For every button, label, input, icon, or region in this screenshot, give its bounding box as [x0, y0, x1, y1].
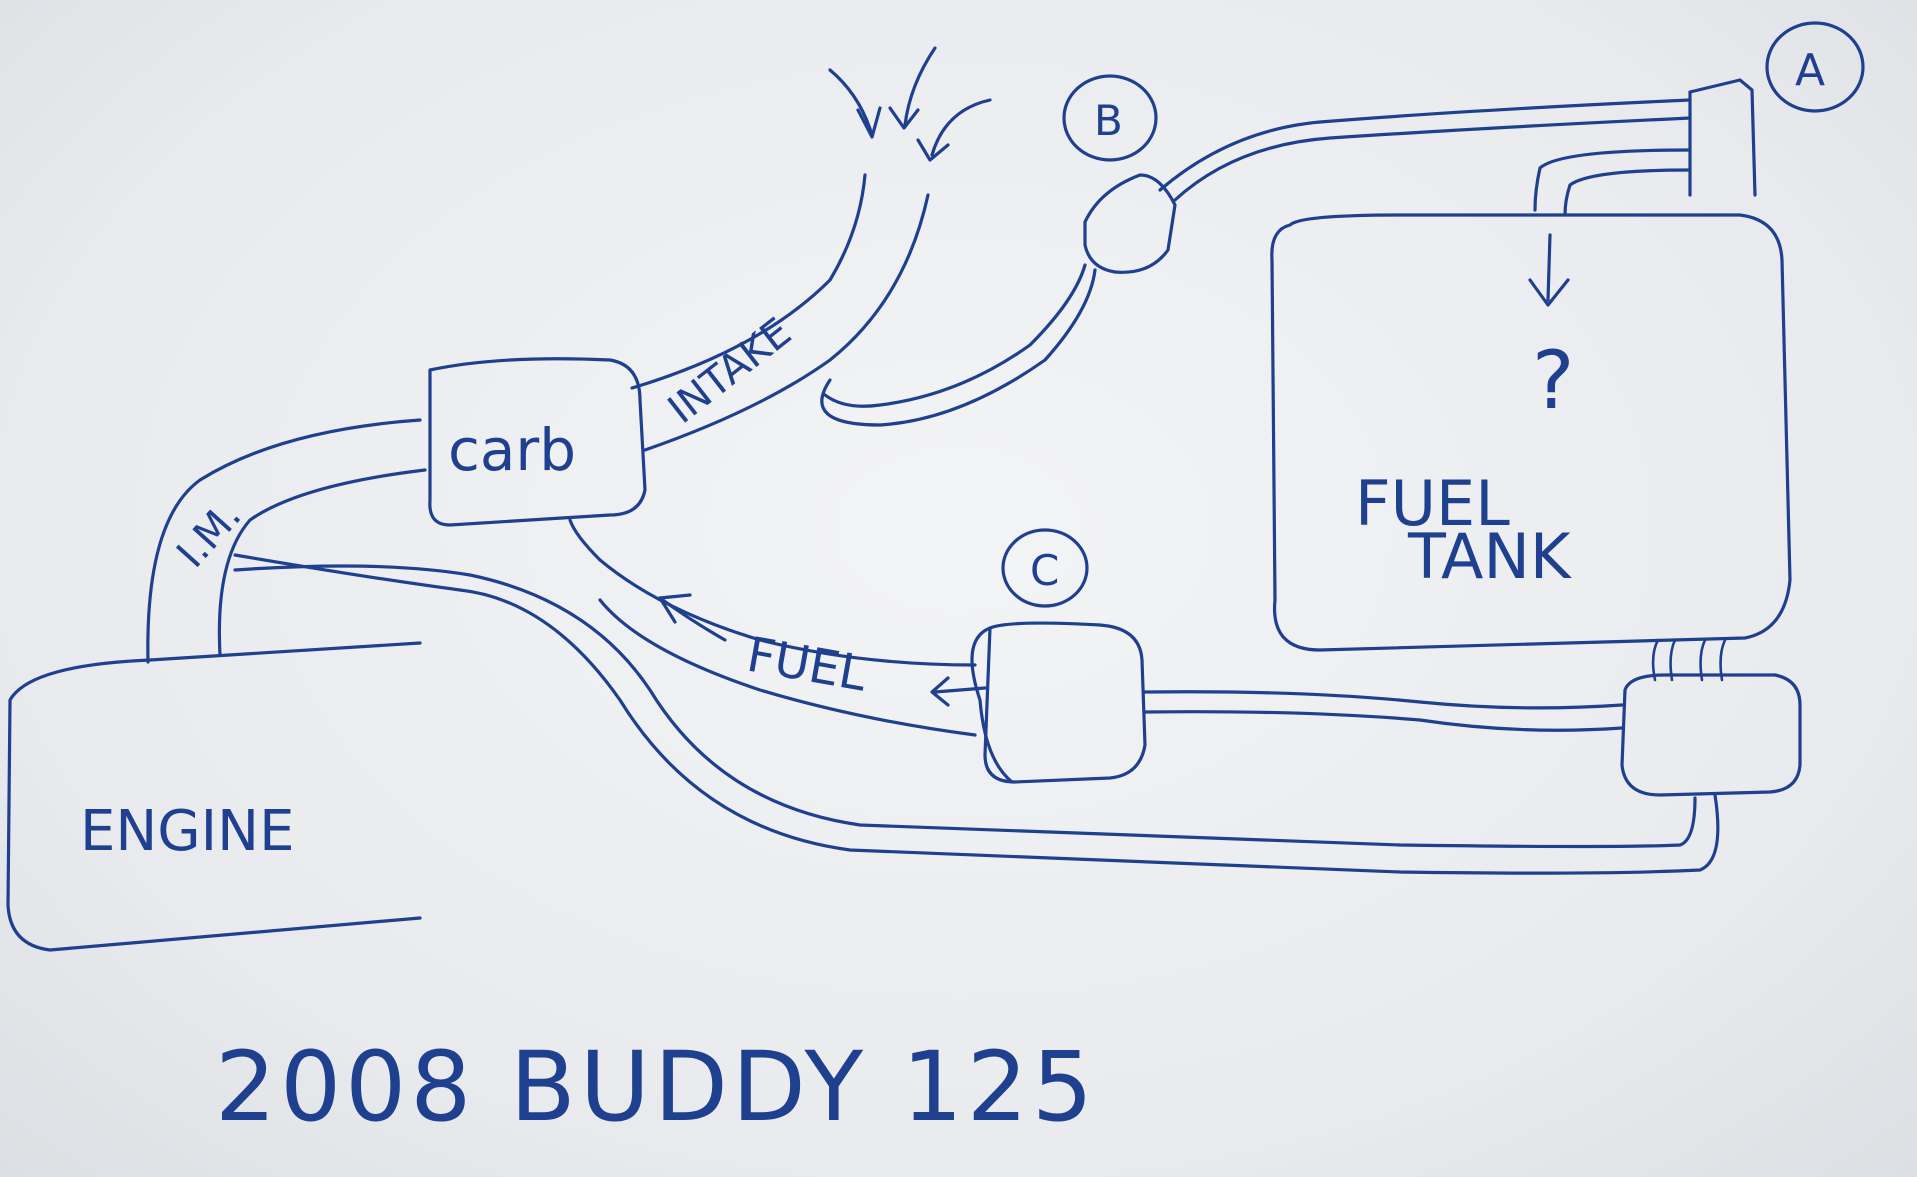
fuel-tank-label-line2: TANK: [1407, 520, 1572, 593]
down-arrow-icon: [1528, 233, 1570, 307]
fuel-line-filter-to-carb-upper: [568, 518, 977, 667]
fuel-line-pump-to-filter-upper: [1143, 690, 1624, 710]
fuel-line-pump-to-filter-lower: [1143, 710, 1624, 732]
carb-label: carb: [448, 416, 576, 484]
vacuum-line-outer: [233, 553, 1720, 875]
fuel-filter-c: [983, 621, 1147, 784]
marker-a-circle: [1765, 21, 1865, 113]
marker-c-label: C: [1030, 546, 1059, 595]
intake-manifold-outer: [146, 418, 422, 664]
intake-manifold-label: I.M.: [168, 493, 250, 577]
marker-c-circle: [1001, 528, 1089, 608]
engine-box: [6, 641, 422, 952]
line-b-to-a-lower: [1173, 116, 1692, 202]
line-b-to-a-upper: [1158, 98, 1692, 192]
marker-b-label: B: [1094, 96, 1123, 145]
airflow-arrows-icon: [828, 46, 992, 162]
valve-b: [1083, 173, 1177, 274]
fuel-filter-c-end: [970, 626, 1014, 784]
engine-label: ENGINE: [80, 799, 294, 864]
marker-b-circle: [1062, 74, 1158, 162]
question-mark: ?: [1532, 334, 1574, 427]
diagram-title: 2008 BUDDY 125: [215, 1031, 1097, 1143]
fitting-a-loop-outer: [1533, 148, 1692, 212]
fuel-line-filter-to-carb-lower: [598, 598, 977, 737]
fuel-tank-label-line1: FUEL: [1355, 467, 1510, 540]
fuel-tank-box: [1270, 213, 1792, 652]
marker-a-label: A: [1795, 45, 1825, 96]
fitting-a-loop-inner: [1563, 168, 1692, 217]
carb-box: [428, 357, 647, 527]
fuel-flow-arrow-icon: [658, 593, 987, 707]
vent-line-upper: [823, 263, 1087, 408]
tank-fitting-a: [1688, 78, 1757, 197]
fuel-pump-box: [1620, 673, 1802, 797]
intake-tube-lower: [643, 193, 930, 452]
tank-outlet-connectors: [1651, 638, 1727, 682]
intake-manifold-inner: [217, 468, 427, 657]
intake-tube-upper: [630, 173, 867, 390]
vacuum-line-inner: [233, 564, 1697, 849]
vent-line-lower: [820, 268, 1097, 427]
